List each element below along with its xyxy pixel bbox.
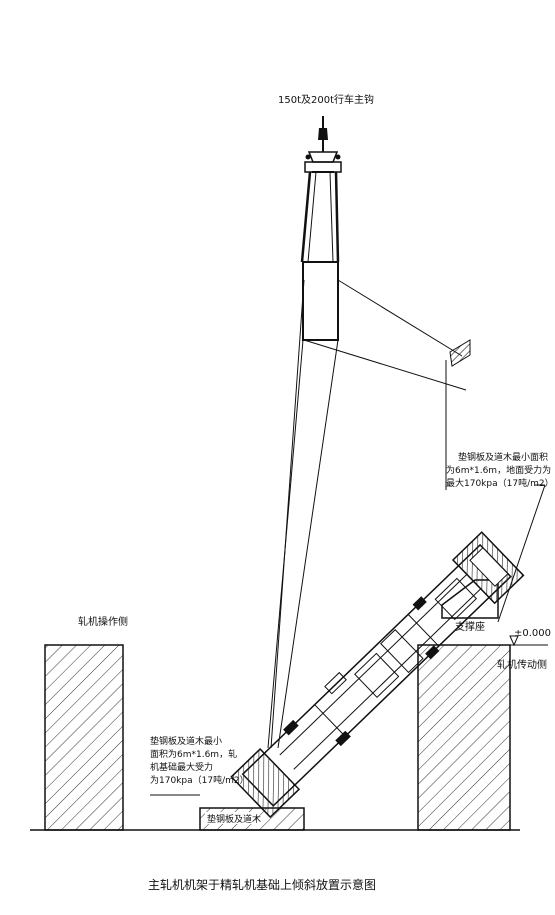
elevation-mark: ±0.000 — [505, 628, 551, 647]
operation-side-label: 轧机操作侧 — [78, 615, 128, 628]
elevation-label: ±0.000 — [514, 628, 551, 639]
lifting-beam — [302, 261, 339, 341]
bottom-note: 垫钢板及道木最小 面积为6m*1.6m，轧 机基础最大受力 为170kpa（17… — [150, 735, 249, 786]
hook-label: 150t及200t行车主钩 — [278, 93, 374, 106]
top-note-line-3: 最大170kpa（17吨/m2） — [446, 477, 554, 489]
mill-stand-frame — [230, 531, 525, 819]
drive-side-label: 轧机传动侧 — [497, 658, 547, 671]
diagram-caption: 主轧机机架于精轧机基础上倾斜放置示意图 — [148, 877, 376, 892]
top-pad — [449, 339, 471, 367]
bottom-note-line-4: 为170kpa（17吨/m2） — [150, 774, 249, 786]
lower-slings — [267, 279, 467, 749]
top-note: 垫钢板及道木最小面积 为6m*1.6m，地面受力为 最大170kpa（17吨/m… — [446, 451, 554, 489]
operation-side-foundation — [44, 644, 124, 831]
bottom-note-line-3: 机基础最大受力 — [150, 761, 213, 773]
bottom-pad-label: 垫钢板及道木 — [207, 813, 261, 825]
top-note-line-2: 为6m*1.6m，地面受力为 — [446, 464, 551, 476]
top-note-line-1: 垫钢板及道木最小面积 — [458, 451, 548, 463]
crane-hook — [304, 116, 342, 173]
note-leaders — [150, 360, 546, 796]
bottom-note-line-2: 面积为6m*1.6m，轧 — [150, 748, 237, 760]
main-slings — [300, 171, 340, 263]
bottom-note-line-1: 垫钢板及道木最小 — [150, 735, 222, 747]
drive-side-foundation — [417, 644, 511, 831]
